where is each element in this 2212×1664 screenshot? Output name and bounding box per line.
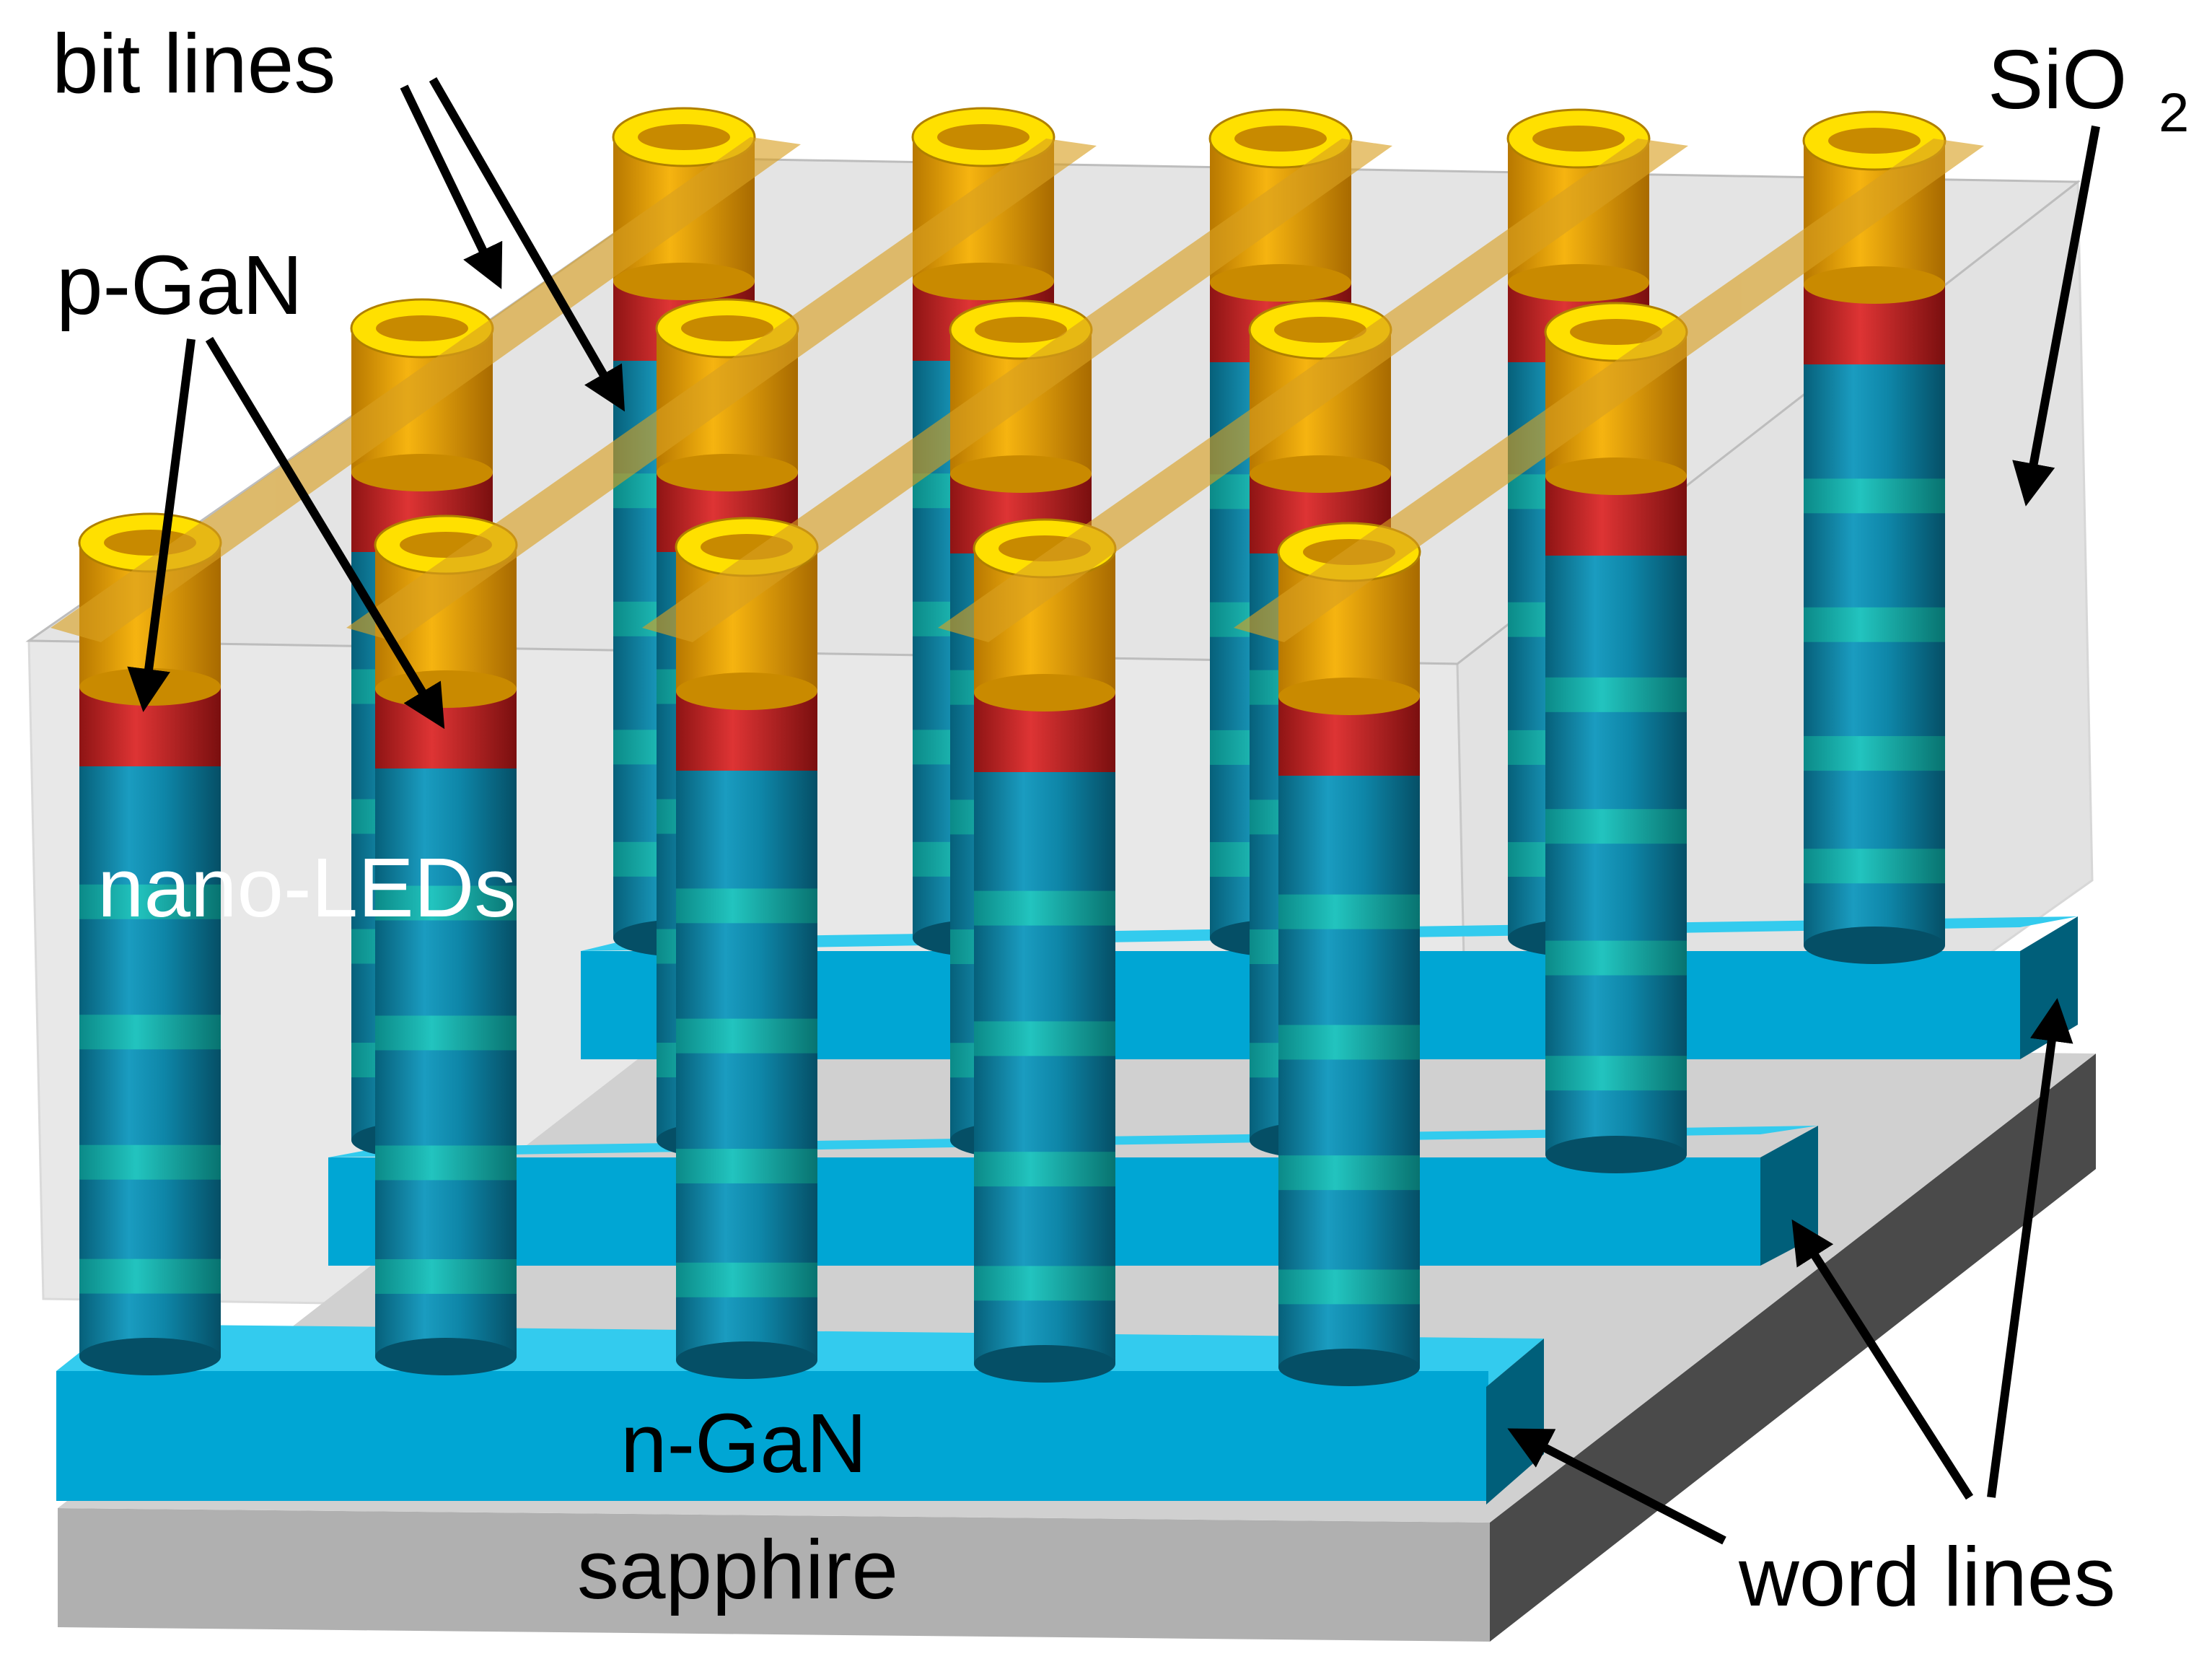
sio2-label-subscript: 2 [2159, 82, 2189, 144]
pillar-base [1278, 1349, 1420, 1386]
quantum-well-stripe [79, 884, 221, 919]
pillar-base [79, 1338, 221, 1375]
nano-led-pillars [78, 107, 1947, 1386]
quantum-well-stripe [1804, 736, 1945, 771]
sio2-label: SiO 2 [1988, 32, 2189, 144]
quantum-well-stripe [79, 1015, 221, 1050]
quantum-well-stripe [1278, 894, 1420, 929]
quantum-well-stripe [1804, 478, 1945, 514]
nano-led-pillar [78, 512, 222, 1375]
quantum-well-stripe [1278, 1025, 1420, 1060]
sapphire-label: sapphire [577, 1523, 898, 1616]
contact-bottom-edge [1545, 457, 1687, 495]
sio2-label-main: SiO [1988, 32, 2127, 126]
contact-bottom-edge [1250, 455, 1391, 493]
pillar-base [974, 1345, 1115, 1383]
contact-ring-hole [376, 315, 468, 341]
quantum-well-stripe [676, 1148, 817, 1183]
quantum-well-stripe [79, 1144, 221, 1180]
contact-bottom-edge [676, 673, 817, 710]
quantum-well-stripe [1545, 1056, 1687, 1091]
contact-bottom-edge [613, 263, 755, 300]
quantum-well-stripe [974, 890, 1115, 926]
pillar-base [375, 1338, 517, 1375]
quantum-well-stripe [375, 1015, 517, 1051]
bit-lines-label: bit lines [52, 17, 335, 110]
contact-bottom-edge [1508, 264, 1649, 302]
contact-ring-hole [1828, 128, 1921, 154]
quantum-well-stripe [79, 1258, 221, 1294]
n-gan-label: n-GaN [620, 1396, 867, 1490]
contact-ring-hole [937, 124, 1030, 150]
quantum-well-stripe [676, 1018, 817, 1054]
annotation-arrows [127, 76, 2100, 1545]
bit-lines [51, 137, 1984, 642]
nano-led-pillar [1277, 522, 1421, 1386]
quantum-well-stripe [1545, 677, 1687, 712]
quantum-well-stripe [1545, 809, 1687, 844]
contact-ring-hole [975, 317, 1067, 343]
pillar-base [676, 1341, 817, 1379]
contact-ring-hole [1274, 317, 1366, 343]
nano-led-pillar [374, 514, 518, 1375]
contact-bottom-edge [950, 455, 1092, 493]
contact-bottom-edge [1210, 264, 1351, 302]
contact-ring-hole [1532, 126, 1625, 152]
quantum-well-stripe [375, 1259, 517, 1294]
contact-bottom-edge [375, 670, 517, 708]
quantum-well-stripe [974, 1021, 1115, 1056]
contact-ring-hole [1570, 319, 1662, 345]
word-lines-label: word lines [1738, 1530, 2115, 1624]
contact-bottom-edge [974, 674, 1115, 711]
contact-bottom-edge [351, 454, 493, 491]
contact-bottom-edge [913, 263, 1054, 300]
quantum-well-stripe [1545, 940, 1687, 976]
p-gan-label: p-GaN [56, 238, 303, 332]
pillar-base [1545, 1136, 1687, 1173]
quantum-well-stripe [676, 888, 817, 924]
contact-ring-hole [1234, 126, 1327, 152]
nano-led-pillar [675, 517, 819, 1379]
contact-bottom-edge [657, 454, 798, 491]
nano-leds-label: nano-LEDs [97, 841, 516, 934]
pillar-base [1804, 927, 1945, 964]
quantum-well-stripe [974, 1152, 1115, 1187]
quantum-well-stripe [1804, 849, 1945, 884]
quantum-well-stripe [676, 1262, 817, 1297]
quantum-well-stripe [1278, 1155, 1420, 1191]
contact-bottom-edge [1804, 266, 1945, 304]
quantum-well-stripe [1804, 607, 1945, 642]
quantum-well-stripe [375, 1145, 517, 1181]
nano-led-pillar [1802, 110, 1947, 964]
quantum-well-stripe [974, 1266, 1115, 1301]
contact-ring-hole [638, 124, 730, 150]
contact-bottom-edge [1278, 678, 1420, 715]
quantum-well-stripe [1278, 1269, 1420, 1305]
quantum-well-stripe [375, 885, 517, 921]
nano-led-pillar [973, 518, 1117, 1383]
contact-ring-hole [681, 315, 773, 341]
